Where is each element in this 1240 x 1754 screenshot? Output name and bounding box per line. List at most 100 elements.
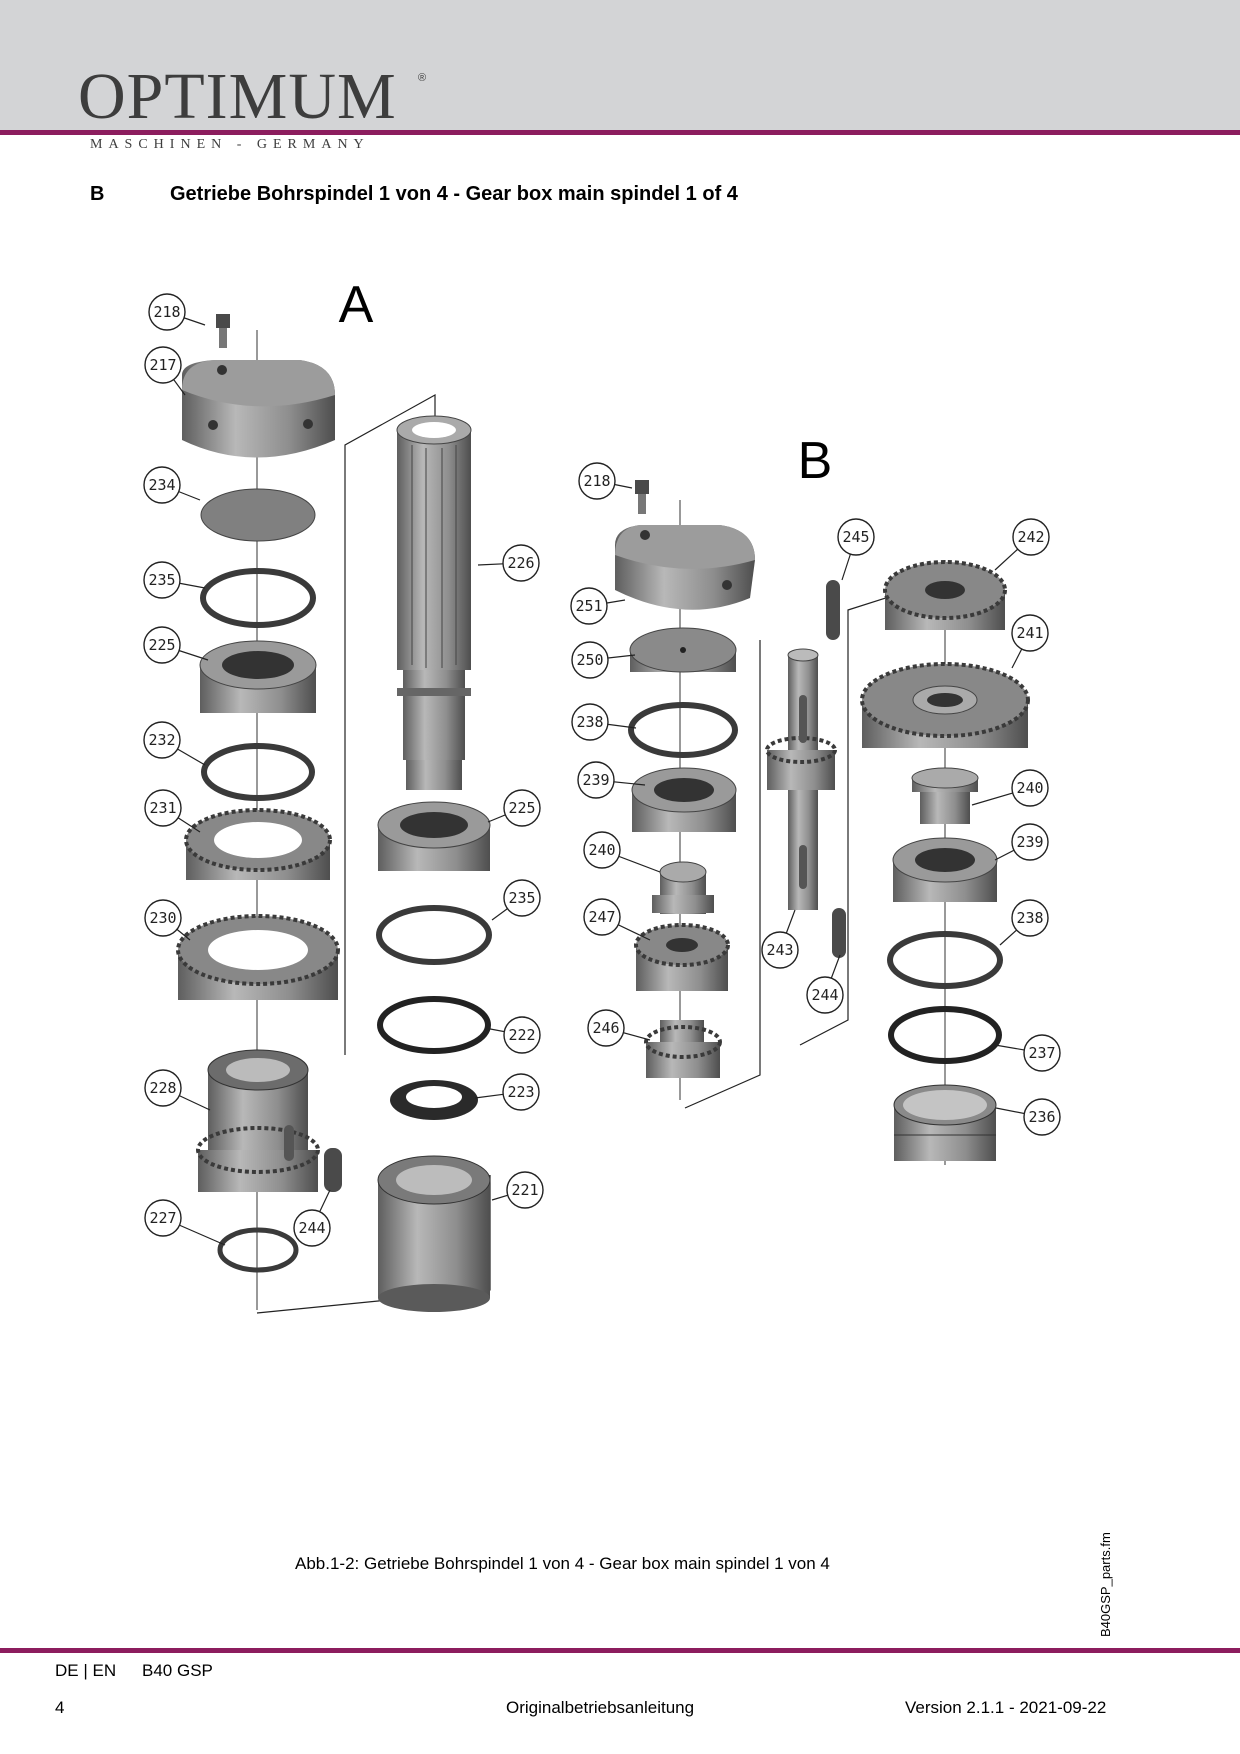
footer-language: DE | EN xyxy=(55,1661,117,1680)
svg-text:235: 235 xyxy=(508,889,535,907)
svg-text:226: 226 xyxy=(507,554,534,572)
b-callout-251: 251 xyxy=(570,587,608,625)
part-cover-217 xyxy=(182,360,335,458)
part-sleeve-236 xyxy=(893,1084,997,1161)
part-ring-227 xyxy=(217,1227,299,1273)
svg-text:240: 240 xyxy=(1016,779,1043,797)
part-shaft-226 xyxy=(396,415,472,790)
b-callout-242: 242 xyxy=(1012,518,1050,556)
b-callout-239: 239 xyxy=(1011,823,1049,861)
part-ring-237 xyxy=(888,1006,1002,1064)
part-bushing-240a xyxy=(652,861,714,914)
part-sleeve-221 xyxy=(377,1155,491,1312)
a-callout-228: 228 xyxy=(144,1069,182,1107)
svg-text:228: 228 xyxy=(149,1079,176,1097)
part-screw-218 xyxy=(216,314,230,348)
svg-text:250: 250 xyxy=(576,651,603,669)
svg-text:246: 246 xyxy=(592,1019,619,1037)
group-a-label: A xyxy=(339,276,374,334)
footer-rule xyxy=(0,1648,1240,1653)
a-callout-235: 235 xyxy=(143,561,181,599)
svg-text:218: 218 xyxy=(583,472,610,490)
part-ring-232 xyxy=(201,743,315,801)
a-callout-225: 225 xyxy=(503,789,541,827)
a-callout-217: 217 xyxy=(144,346,182,384)
svg-text:225: 225 xyxy=(148,636,175,654)
svg-text:218: 218 xyxy=(153,303,180,321)
a-callout-231: 231 xyxy=(144,789,182,827)
svg-text:227: 227 xyxy=(149,1209,176,1227)
svg-text:251: 251 xyxy=(575,597,602,615)
part-disc-234 xyxy=(200,488,316,542)
svg-text:239: 239 xyxy=(582,771,609,789)
svg-text:223: 223 xyxy=(507,1083,534,1101)
part-seal-223 xyxy=(390,1080,478,1120)
part-bearing-225b xyxy=(377,801,491,871)
b-callout-245: 245 xyxy=(837,518,875,556)
svg-text:236: 236 xyxy=(1028,1108,1055,1126)
a-callout-221: 221 xyxy=(506,1171,544,1209)
part-plate-251 xyxy=(615,525,755,610)
footer-version: Version 2.1.1 - 2021-09-22 xyxy=(905,1698,1107,1717)
svg-text:238: 238 xyxy=(576,713,603,731)
footer-page-number: 4 xyxy=(55,1698,65,1717)
part-ring-235b xyxy=(376,905,492,965)
part-gear-247 xyxy=(634,923,730,991)
a-callout-232: 232 xyxy=(143,721,181,759)
b-callout-238: 238 xyxy=(571,703,609,741)
part-gear-231 xyxy=(184,808,332,880)
svg-text:230: 230 xyxy=(149,909,176,927)
file-tag: B40GSP_parts.fm xyxy=(1098,1532,1113,1637)
a-callout-227: 227 xyxy=(144,1199,182,1237)
part-ring-222 xyxy=(377,996,491,1054)
b-callout-240: 240 xyxy=(1011,769,1049,807)
svg-text:242: 242 xyxy=(1017,528,1044,546)
a-callout-225: 225 xyxy=(143,626,181,664)
footer-document-type: Originalbetriebsanleitung xyxy=(506,1698,695,1717)
svg-text:241: 241 xyxy=(1016,624,1043,642)
part-ring-235a xyxy=(200,568,316,628)
part-gear-242 xyxy=(883,560,1007,630)
callouts-group-b: 218 251 250 238 239 240 247 246 245 243 244 242 241 2… xyxy=(570,462,1061,1136)
section-title: Getriebe Bohrspindel 1 von 4 - Gear box … xyxy=(170,183,738,205)
b-callout-243: 243 xyxy=(761,931,799,969)
b-callout-240: 240 xyxy=(583,831,621,869)
b-callout-246: 246 xyxy=(587,1009,625,1047)
logo-registered-mark: ® xyxy=(418,72,427,84)
a-callout-222: 222 xyxy=(503,1016,541,1054)
svg-text:244: 244 xyxy=(811,986,838,1004)
part-sleeve-228 xyxy=(196,1049,320,1192)
b-callout-247: 247 xyxy=(583,898,621,936)
part-bearing-239b xyxy=(892,837,998,902)
header-band xyxy=(0,0,1240,130)
svg-text:225: 225 xyxy=(508,799,535,817)
logo-wordmark: OPTIMUM xyxy=(78,60,397,133)
part-bearing-239a xyxy=(631,767,737,832)
b-callout-239: 239 xyxy=(577,761,615,799)
group-b-parts: B xyxy=(615,432,1030,1165)
b-callout-250: 250 xyxy=(571,641,609,679)
svg-text:240: 240 xyxy=(588,841,615,859)
part-bearing-225a xyxy=(199,640,317,713)
svg-text:245: 245 xyxy=(842,528,869,546)
a-callout-235: 235 xyxy=(503,879,541,917)
svg-text:234: 234 xyxy=(148,476,175,494)
svg-text:231: 231 xyxy=(149,799,176,817)
figure-caption: Abb.1-2: Getriebe Bohrspindel 1 von 4 - … xyxy=(295,1554,830,1573)
part-screw-218b xyxy=(635,480,649,514)
svg-text:232: 232 xyxy=(148,731,175,749)
svg-text:239: 239 xyxy=(1016,833,1043,851)
a-callout-223: 223 xyxy=(502,1073,540,1111)
b-callout-241: 241 xyxy=(1011,614,1049,652)
b-callout-244: 244 xyxy=(806,976,844,1014)
svg-text:244: 244 xyxy=(298,1219,325,1237)
section-letter: B xyxy=(90,183,105,205)
a-callout-218: 218 xyxy=(148,293,186,331)
header-rule xyxy=(0,130,1240,135)
part-key-244b xyxy=(832,908,846,958)
callouts-group-a: 218 217 234 235 225 232 231 230 228 227 244 226 225 2… xyxy=(143,293,544,1247)
svg-text:217: 217 xyxy=(149,356,176,374)
part-gear-241 xyxy=(860,662,1030,748)
a-callout-244: 244 xyxy=(293,1209,331,1247)
